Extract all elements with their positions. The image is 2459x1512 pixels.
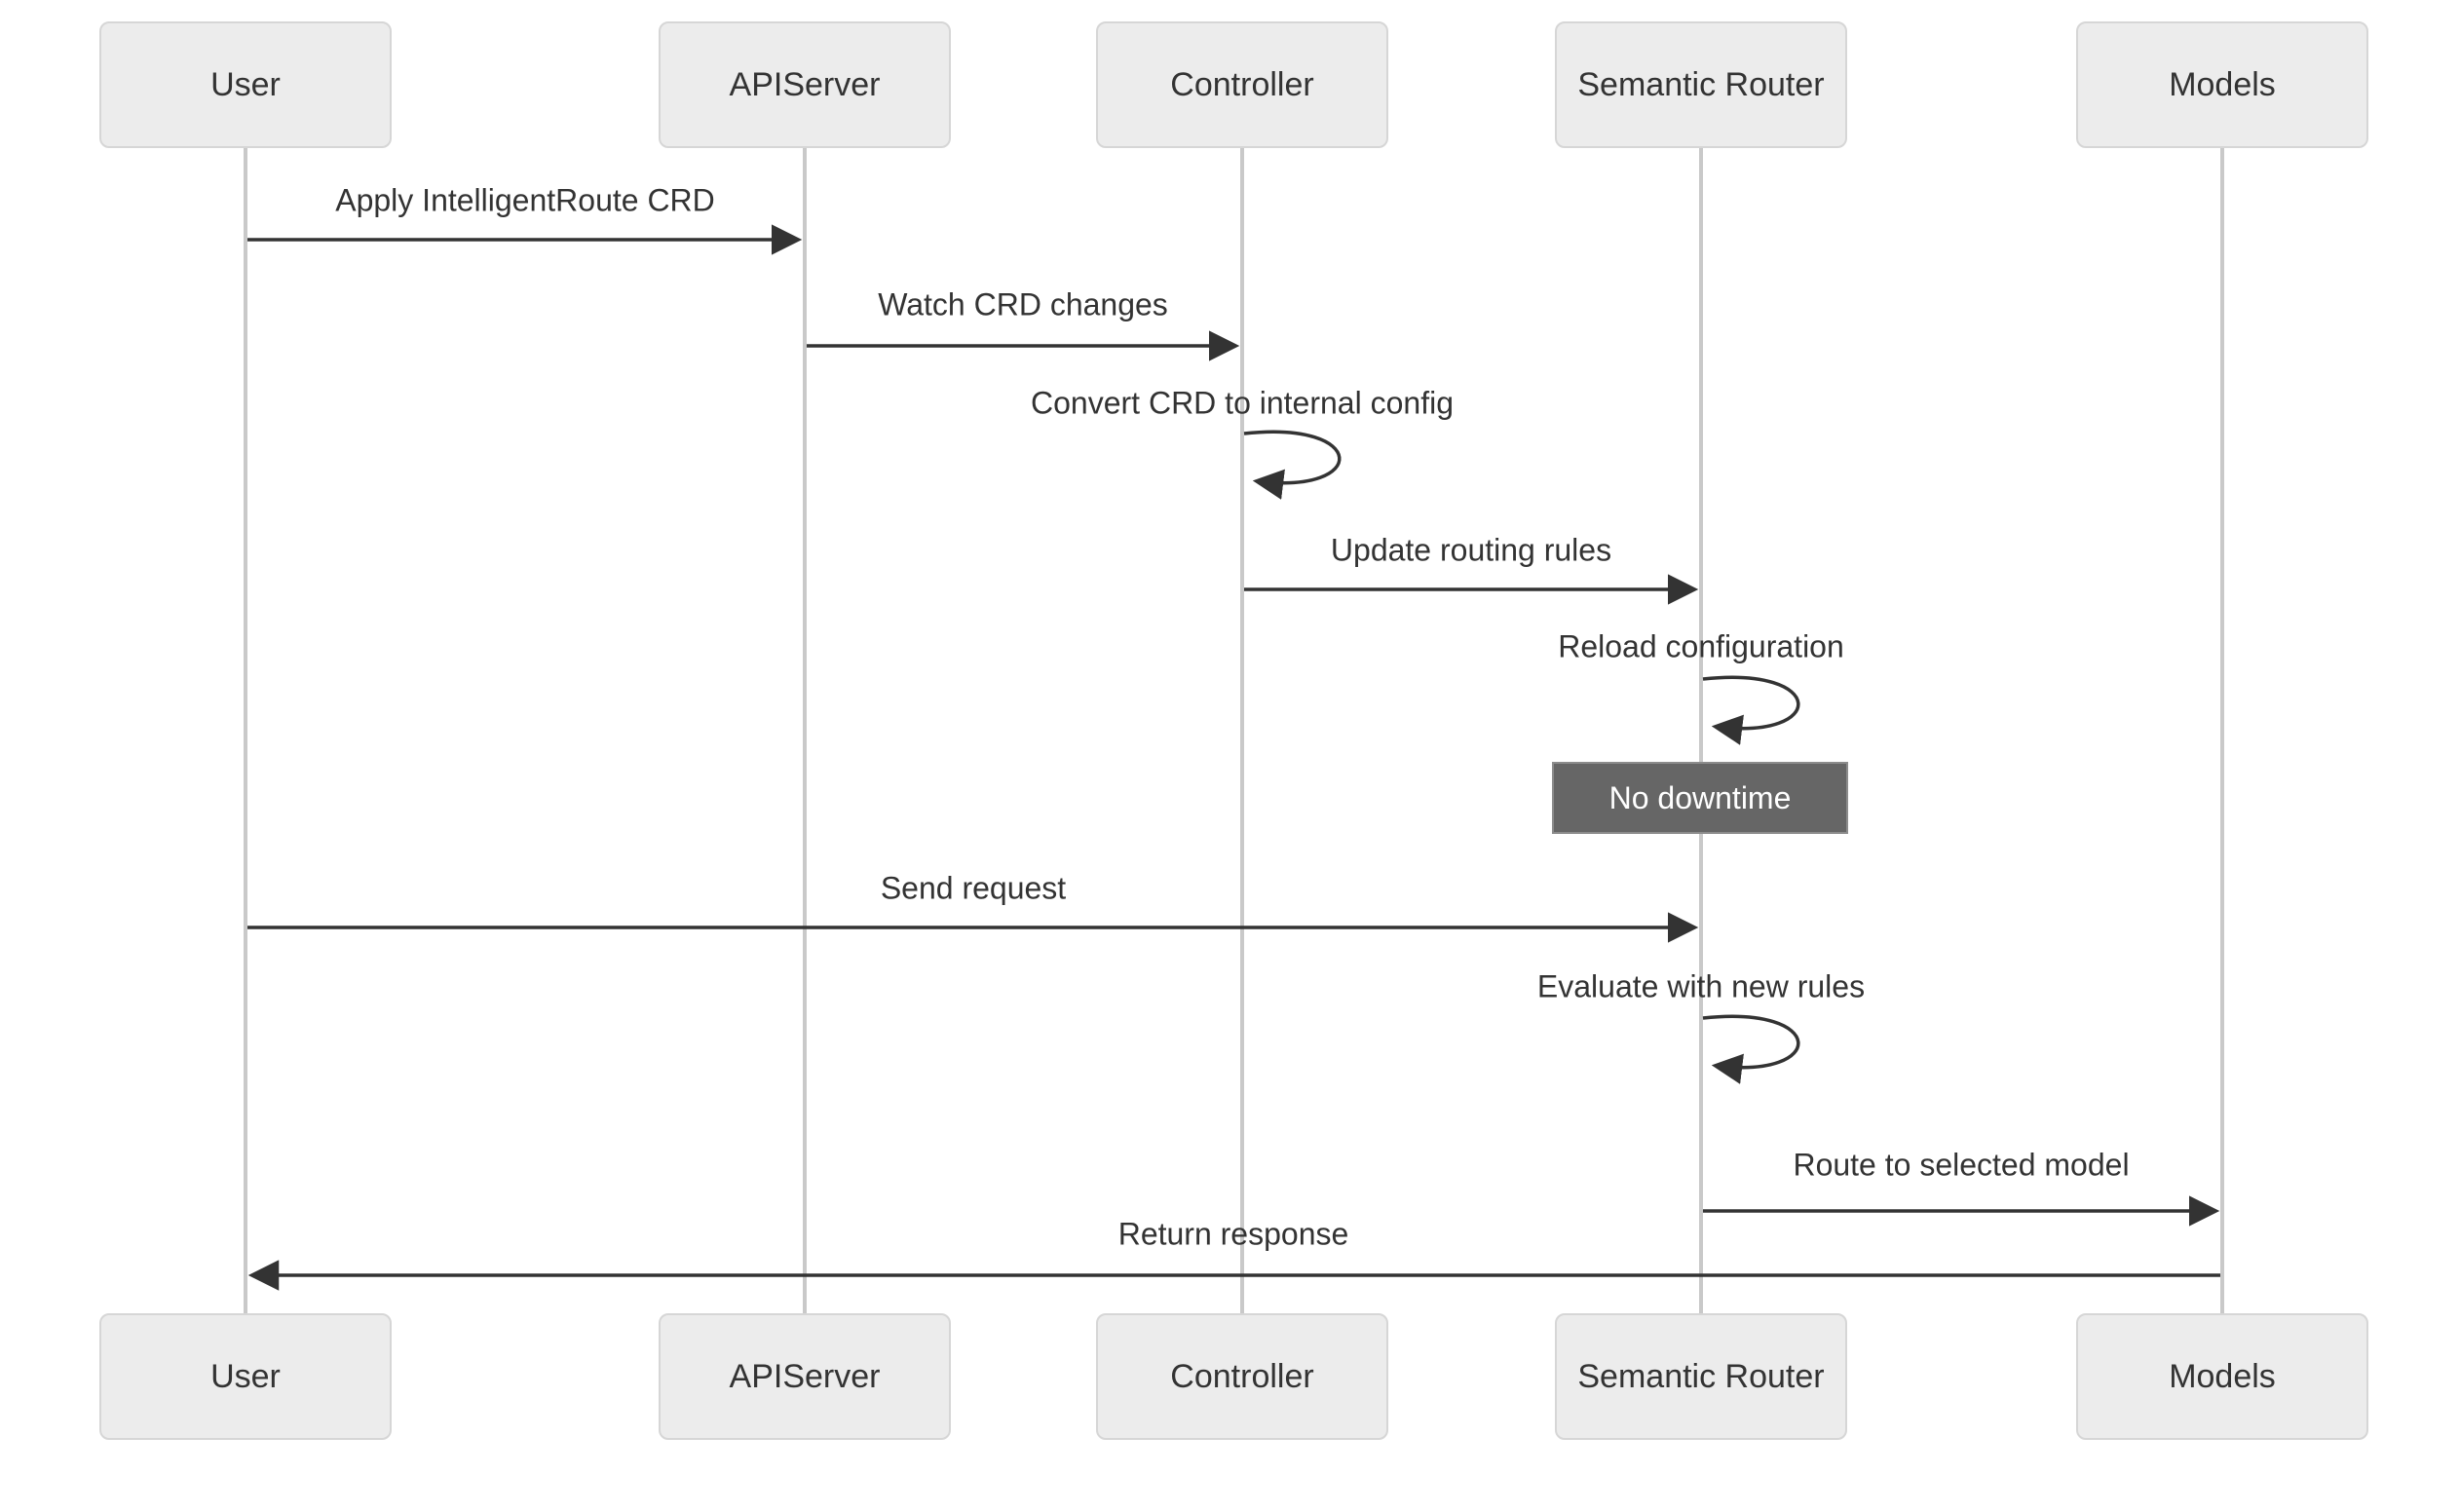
message-label-reload-configuration: Reload configuration [1558, 628, 1844, 664]
note-no-downtime: No downtime [1552, 762, 1848, 834]
actor-box-controller-top: Controller [1096, 21, 1388, 148]
message-label-update-routing-rules: Update routing rules [1330, 532, 1612, 568]
actor-box-user-bottom: User [99, 1313, 392, 1440]
self-loop-convert-crd [1243, 430, 1342, 500]
self-loop-evaluate-with-new-rules [1702, 1014, 1800, 1084]
actor-label: Semantic Router [1577, 65, 1825, 103]
actor-label: Models [2169, 1357, 2276, 1395]
message-label-send-request: Send request [880, 870, 1067, 906]
actor-label: Semantic Router [1577, 1357, 1825, 1395]
actor-box-apiserver-bottom: APIServer [659, 1313, 951, 1440]
message-label-return-response: Return response [1117, 1216, 1349, 1252]
actor-box-apiserver-top: APIServer [659, 21, 951, 148]
actor-box-models-bottom: Models [2076, 1313, 2368, 1440]
actor-box-user-top: User [99, 21, 392, 148]
message-label-route-to-selected-model: Route to selected model [1793, 1147, 2130, 1183]
lifeline-models [2220, 148, 2224, 1313]
lifeline-controller [1240, 148, 1244, 1313]
lifeline-semantic-router [1699, 148, 1703, 1313]
actor-box-semantic-router-bottom: Semantic Router [1555, 1313, 1847, 1440]
self-loop-reload-configuration [1702, 675, 1800, 745]
actor-label: Controller [1170, 65, 1314, 103]
actor-label: APIServer [729, 1357, 881, 1395]
message-label-watch-crd-changes: Watch CRD changes [878, 286, 1168, 322]
actor-label: APIServer [729, 65, 881, 103]
lifeline-user [244, 148, 247, 1313]
actor-label: User [210, 65, 281, 103]
actor-label: Models [2169, 65, 2276, 103]
actor-box-controller-bottom: Controller [1096, 1313, 1388, 1440]
lifeline-apiserver [803, 148, 807, 1313]
actor-label: User [210, 1357, 281, 1395]
note-label: No downtime [1608, 779, 1792, 815]
actor-box-semantic-router-top: Semantic Router [1555, 21, 1847, 148]
message-label-evaluate-with-new-rules: Evaluate with new rules [1536, 968, 1866, 1004]
message-label-apply-intelligentroute-crd: Apply IntelligentRoute CRD [335, 182, 715, 218]
message-label-convert-crd: Convert CRD to internal config [1031, 385, 1454, 421]
actor-label: Controller [1170, 1357, 1314, 1395]
actor-box-models-top: Models [2076, 21, 2368, 148]
